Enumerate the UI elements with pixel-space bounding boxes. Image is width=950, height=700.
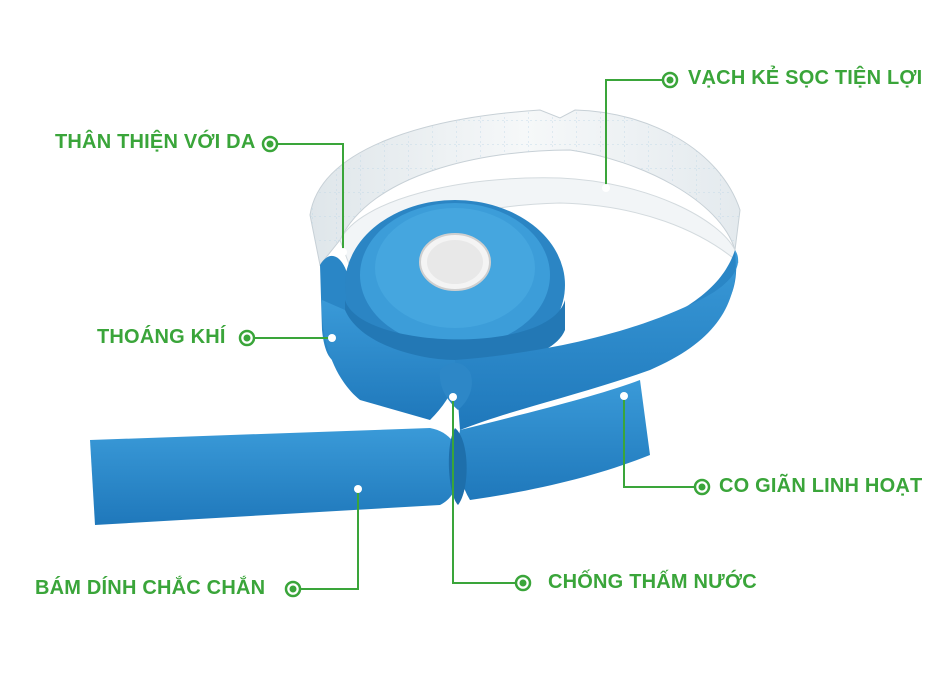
label-waterproof: CHỐNG THẤM NƯỚC — [548, 571, 757, 593]
tape-band-front — [321, 250, 739, 430]
tape-roll — [345, 200, 565, 370]
tape-strip-front — [90, 380, 650, 525]
label-skin-friendly: THÂN THIỆN VỚI DA — [55, 131, 256, 153]
callout-lines — [247, 79, 701, 590]
label-elastic: CO GIÃN LINH HOẠT — [719, 475, 923, 497]
label-breathable: THOÁNG KHÍ — [97, 326, 226, 348]
product-points — [328, 184, 628, 493]
bullet-markers — [238, 71, 711, 598]
label-adhesive: BÁM DÍNH CHẮC CHẮN — [35, 577, 266, 599]
label-grid-lines: VẠCH KẺ SỌC TIỆN LỢI — [688, 67, 923, 89]
